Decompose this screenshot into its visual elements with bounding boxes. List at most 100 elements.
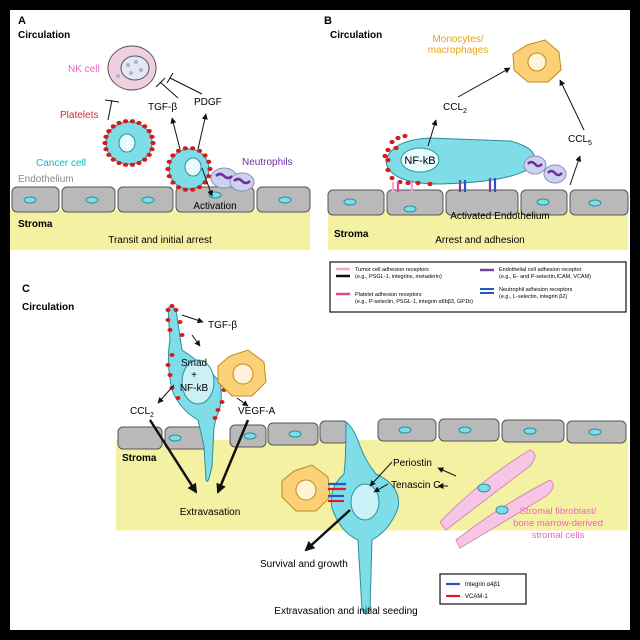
platelet bbox=[202, 153, 208, 158]
panel-b-letter: B bbox=[324, 15, 332, 27]
panel-c-extravasation: Extravasation bbox=[180, 507, 241, 518]
legend-neutrophil-examples: (e.g., L-selectin, integrin β2) bbox=[499, 294, 567, 300]
platelet bbox=[167, 328, 173, 332]
platelet bbox=[395, 135, 401, 141]
platelet bbox=[136, 160, 142, 166]
platelet bbox=[146, 152, 152, 157]
platelet bbox=[179, 333, 185, 337]
panel-a-stroma-label: Stroma bbox=[18, 219, 53, 230]
legend-endothelial-title: Endothelial cell adhesion receptor bbox=[499, 267, 582, 273]
platelet bbox=[106, 152, 112, 157]
platelet bbox=[106, 129, 112, 134]
panel-c-cancer-cell-upper bbox=[165, 304, 227, 482]
nk-cell-label: NK cell bbox=[68, 64, 100, 75]
platelet bbox=[122, 119, 129, 124]
panel-c-receptors bbox=[328, 482, 346, 503]
platelet bbox=[196, 185, 203, 190]
panel-b-stroma bbox=[328, 210, 628, 250]
panel-a-stroma bbox=[10, 210, 310, 250]
panel-a-endothelium-label: Endothelium bbox=[18, 174, 74, 185]
tenascin-label: Tenascin C bbox=[391, 480, 440, 491]
panel-a-neutrophils bbox=[210, 167, 255, 192]
panel-a: A Circulation Stroma Transit and initial… bbox=[10, 15, 311, 250]
platelet bbox=[169, 304, 175, 308]
platelet bbox=[136, 120, 142, 126]
platelet bbox=[175, 185, 182, 190]
panel-a-activation: Activation bbox=[193, 201, 236, 212]
legend-platelet-examples: (e.g., P-selectin, PSGL-1, integrin αIIb… bbox=[355, 299, 473, 305]
platelet bbox=[150, 140, 156, 146]
platelet bbox=[389, 139, 395, 145]
platelet bbox=[129, 162, 136, 167]
platelet bbox=[177, 320, 183, 324]
panel-c-endothelium bbox=[117, 418, 627, 450]
panel-c-circulation-label: Circulation bbox=[22, 302, 74, 313]
panel-b-ccl5: CCL5 bbox=[568, 134, 592, 147]
platelet bbox=[166, 174, 172, 179]
panel-c-smad-line2: + bbox=[191, 370, 197, 381]
panel-c-smad-line3: NF-kB bbox=[180, 383, 209, 394]
platelet bbox=[110, 124, 116, 129]
platelet bbox=[170, 180, 176, 185]
platelet bbox=[427, 181, 433, 187]
platelet bbox=[385, 157, 391, 163]
panel-a-caption: Transit and initial arrest bbox=[108, 235, 212, 246]
panel-c-legend: Integrin α4β1 VCAM-1 bbox=[439, 573, 527, 605]
platelet bbox=[405, 180, 411, 186]
platelet bbox=[116, 160, 122, 166]
platelet bbox=[165, 166, 171, 172]
panel-b-cancer-cell bbox=[382, 133, 535, 192]
monocytes-label-line1: Monocytes/ bbox=[432, 34, 483, 45]
platelet bbox=[165, 318, 171, 322]
panel-c-monocyte-upper bbox=[217, 349, 267, 397]
figure-canvas: A Circulation Stroma Transit and initial… bbox=[10, 10, 630, 630]
platelet bbox=[175, 148, 182, 153]
platelet bbox=[149, 134, 155, 139]
platelet bbox=[103, 134, 109, 139]
platelet bbox=[207, 166, 213, 172]
platelet bbox=[393, 145, 399, 151]
platelet bbox=[146, 129, 152, 134]
platelet bbox=[385, 147, 391, 153]
platelet bbox=[190, 146, 196, 151]
platelet bbox=[166, 159, 172, 164]
legend-endothelial-examples: (e.g., E- and P-selectin,ICAM, VCAM) bbox=[499, 274, 591, 280]
panel-c-tgf-beta: TGF-β bbox=[208, 320, 237, 331]
platelet bbox=[165, 308, 171, 312]
panel-b-endothelium bbox=[327, 189, 629, 216]
platelet bbox=[149, 147, 155, 152]
platelet bbox=[196, 148, 203, 153]
panel-a-endothelium bbox=[11, 186, 311, 213]
platelet bbox=[219, 400, 225, 404]
panel-c-ccl2: CCL2 bbox=[130, 406, 154, 419]
cancer-cell-label: Cancer cell bbox=[36, 158, 86, 169]
legend-vcam-label: VCAM-1 bbox=[465, 594, 488, 600]
panel-a-cancer-cell-arrested bbox=[165, 146, 213, 192]
platelet bbox=[142, 124, 148, 129]
platelet bbox=[165, 363, 171, 367]
panel-b-caption: Arrest and adhesion bbox=[435, 235, 525, 246]
panel-c-vegfa: VEGF-A bbox=[238, 406, 276, 417]
nk-cell bbox=[107, 45, 157, 91]
periostin-label: Periostin bbox=[393, 458, 432, 469]
fibroblast-label-line2: bone marrow-derived bbox=[513, 518, 603, 529]
adhesion-legend: Tumor cell adhesion receptors (e.g., PSG… bbox=[329, 261, 627, 313]
platelet bbox=[182, 146, 188, 151]
fibroblast-label-line3: stromal cells bbox=[532, 530, 585, 541]
platelet bbox=[402, 133, 408, 139]
platelet bbox=[173, 308, 179, 312]
panel-b-nfkb: NF-kB bbox=[404, 155, 435, 167]
panel-c-stroma-label: Stroma bbox=[122, 453, 157, 464]
platelet bbox=[170, 153, 176, 158]
panel-b-neutrophils bbox=[523, 155, 567, 184]
platelet bbox=[389, 175, 395, 181]
platelet bbox=[167, 373, 173, 377]
panel-c-arrows bbox=[148, 314, 457, 552]
panel-a-tgf-beta: TGF-β bbox=[148, 102, 177, 113]
panel-b-ccl2: CCL2 bbox=[443, 102, 467, 115]
survival-label: Survival and growth bbox=[260, 559, 348, 570]
panel-b-arrows bbox=[427, 67, 585, 186]
platelet bbox=[190, 187, 196, 192]
legend-platelet-title: Platelet adhesion receptors bbox=[355, 292, 422, 298]
